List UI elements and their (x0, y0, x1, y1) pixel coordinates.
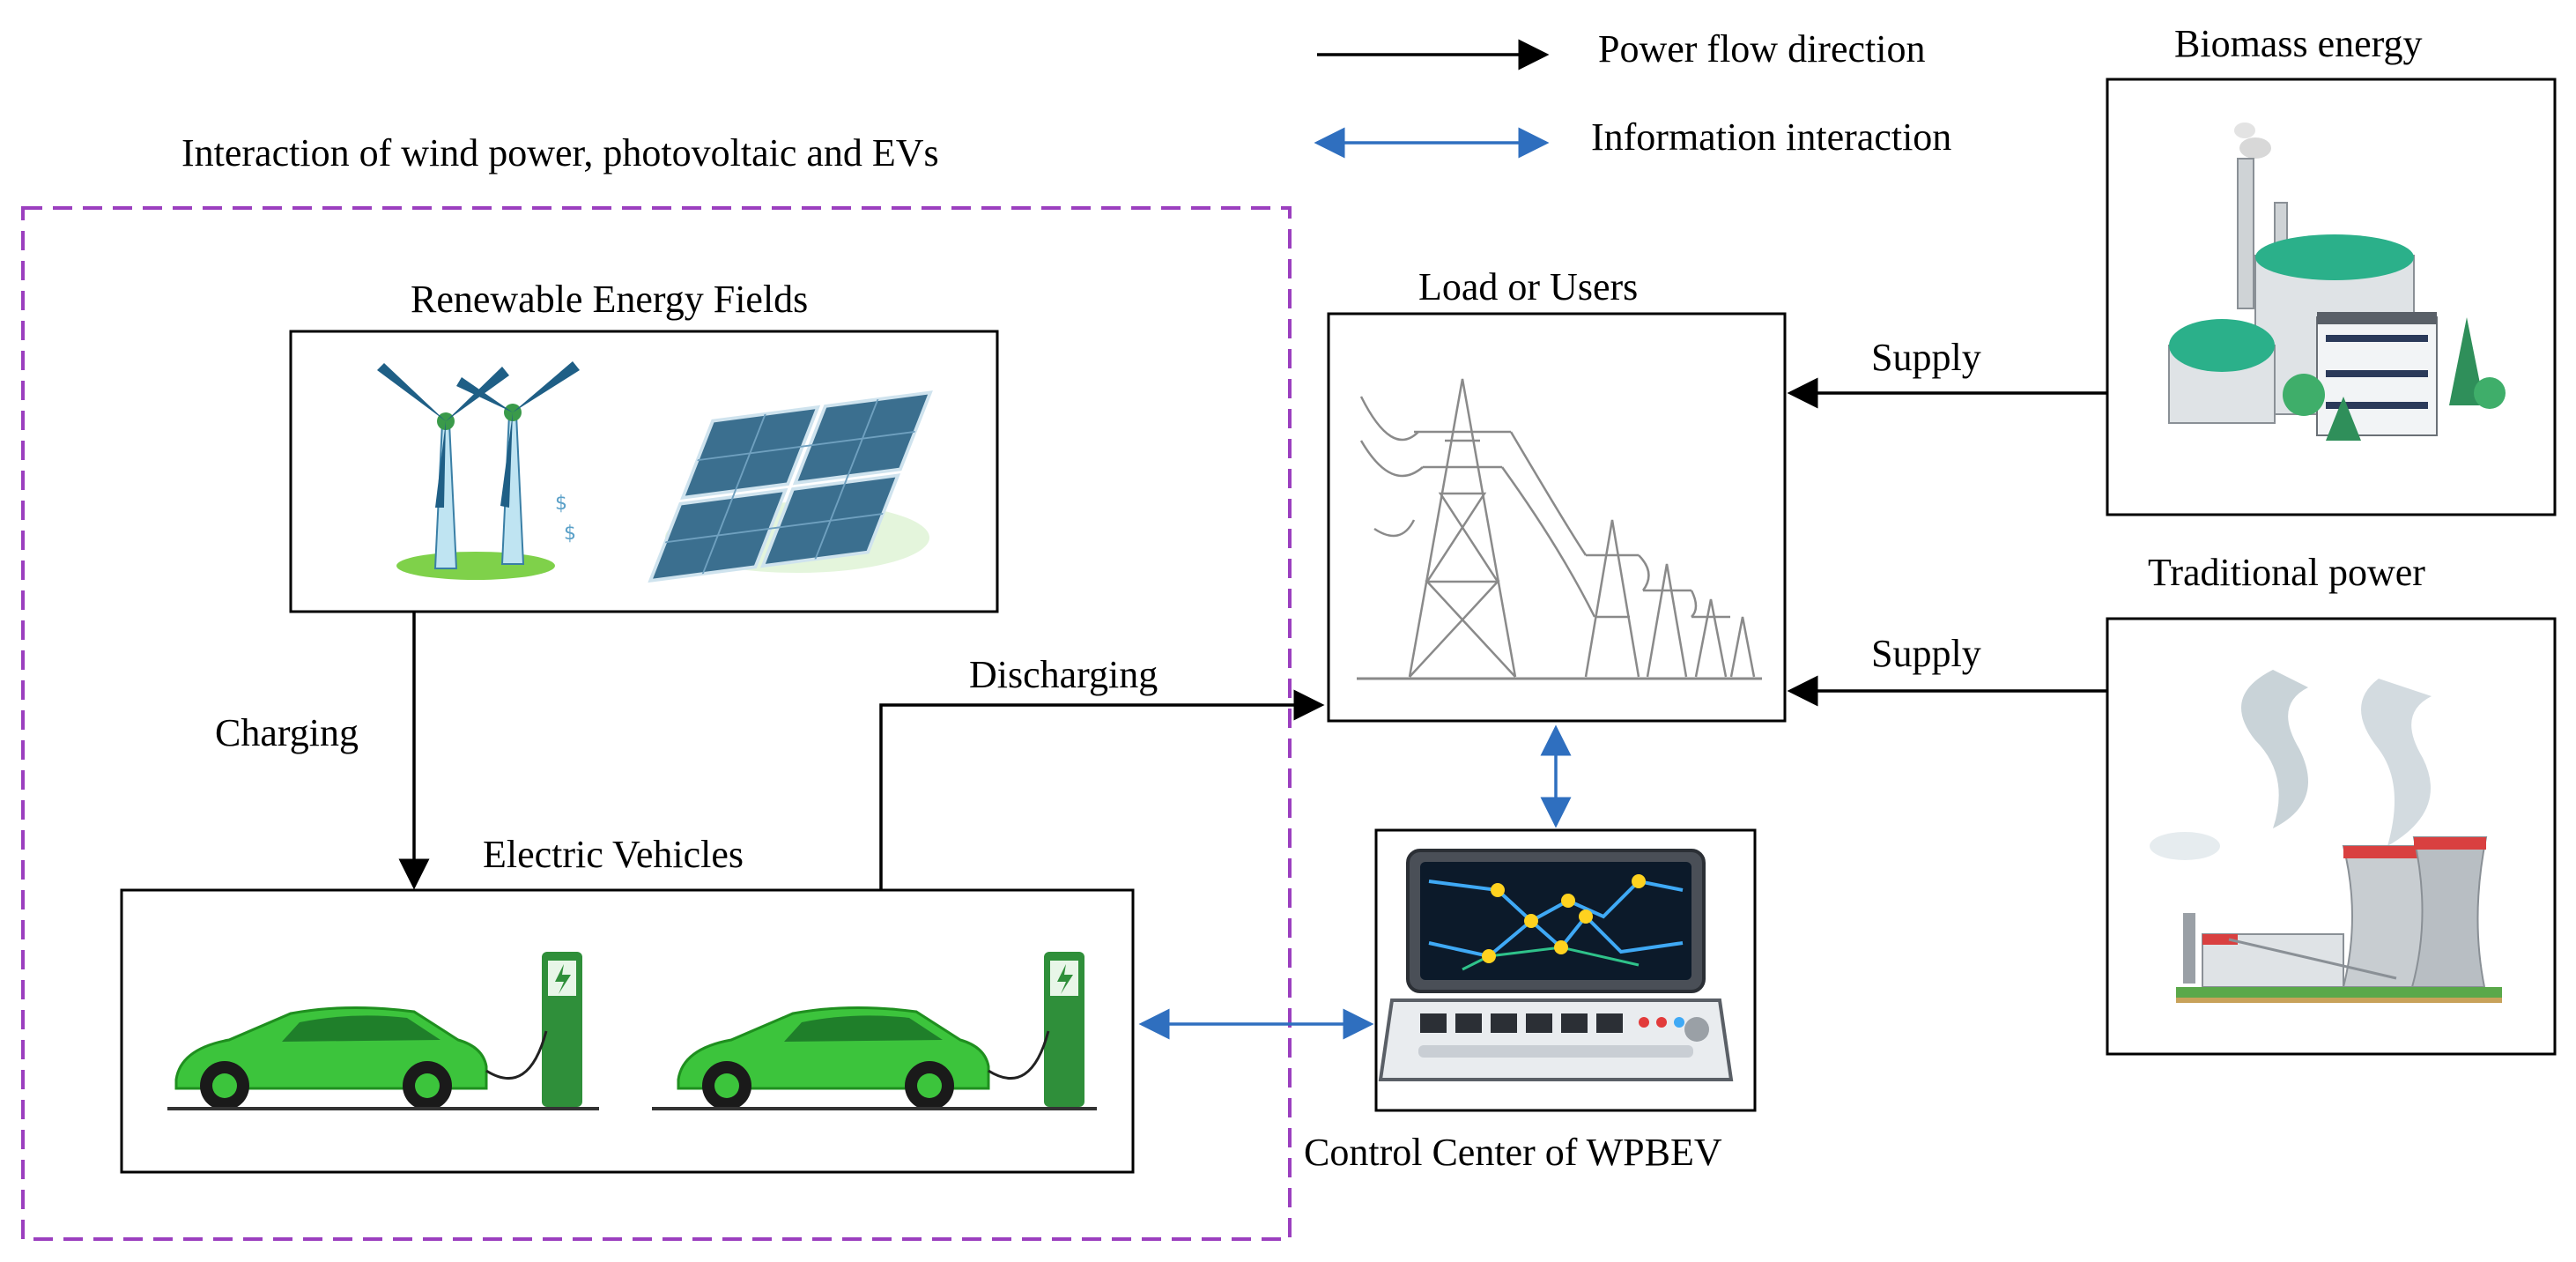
group-title: Interaction of wind power, photovoltaic … (181, 131, 939, 174)
ev-title: Electric Vehicles (483, 833, 744, 876)
supply-traditional-label: Supply (1871, 632, 1981, 675)
power-plant-icon (2150, 670, 2502, 1003)
solar-panel-icon (648, 390, 933, 583)
supply-biomass-label: Supply (1871, 336, 1981, 379)
biomass-title: Biomass energy (2174, 22, 2423, 65)
legend-info-label: Information interaction (1591, 115, 1952, 159)
svg-text:$: $ (555, 493, 567, 515)
charging-label: Charging (215, 711, 359, 754)
wind-turbine-icon: $ $ (377, 361, 580, 580)
electric-car-icon (652, 1006, 1097, 1110)
charging-station-icon (988, 952, 1084, 1107)
load-box (1327, 312, 1787, 723)
control-console-icon (1378, 849, 1734, 1081)
discharging-arrow (879, 689, 1325, 890)
group-boundary (21, 206, 1292, 1241)
renewable-title: Renewable Energy Fields (411, 278, 809, 321)
charging-station-icon (485, 952, 582, 1107)
transmission-tower-icon (1357, 378, 1762, 680)
legend-power-label: Power flow direction (1598, 27, 1926, 71)
biomass-plant-icon (2168, 122, 2506, 441)
traditional-title: Traditional power (2148, 551, 2425, 594)
load-title: Load or Users (1418, 265, 1639, 308)
svg-text:$: $ (564, 523, 576, 545)
electric-car-icon (167, 1006, 599, 1110)
discharging-label: Discharging (969, 653, 1158, 696)
control-title: Control Center of WPBEV (1304, 1131, 1722, 1174)
